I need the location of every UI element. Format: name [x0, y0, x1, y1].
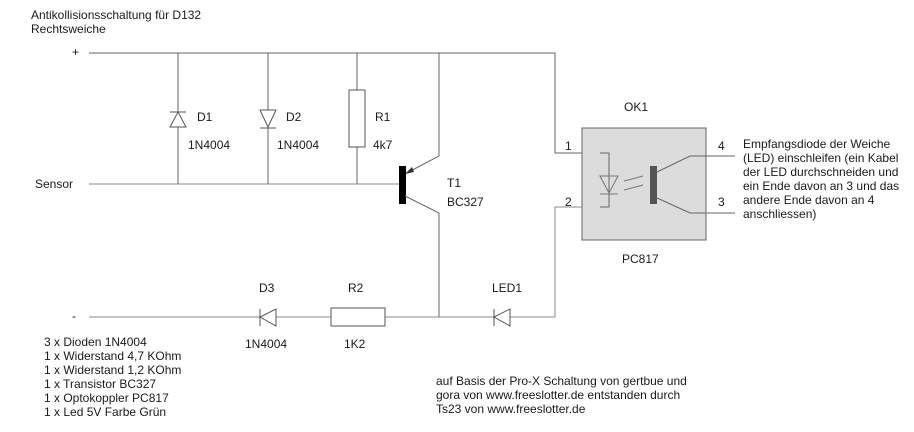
note-line: andere Ende davon an 4: [743, 193, 875, 207]
note-line: anschliessen): [743, 207, 817, 221]
note-line: der LED durchschneiden und: [743, 165, 899, 179]
parts-list-item: 1 x Led 5V Farbe Grün: [44, 405, 167, 419]
t1-name: T1: [447, 176, 462, 190]
r1-name: R1: [375, 110, 391, 124]
credits-line: auf Basis der Pro-X Schaltung von gertbu…: [436, 374, 687, 388]
ok1-pin-1: 1: [565, 139, 572, 153]
t1-emitter-wire: [404, 53, 440, 175]
t1-value: BC327: [447, 195, 484, 209]
r1-value: 4k7: [373, 138, 393, 152]
r2-value: 1K2: [344, 337, 366, 351]
led1-name: LED1: [492, 281, 523, 295]
minus-label: -: [72, 309, 76, 323]
d1-name: D1: [197, 110, 213, 124]
minus-rail-wire: [89, 206, 600, 318]
title-line2: Rechtsweiche: [31, 22, 106, 36]
parts-list-item: 1 x Transistor BC327: [44, 377, 157, 391]
transistor-t1-base: [399, 166, 406, 204]
diode-d3: [258, 308, 277, 327]
ok1-pin-4: 4: [718, 139, 725, 153]
diode-d2: [259, 109, 277, 129]
plus-rail-wire: [89, 52, 600, 154]
ok1-value: PC817: [622, 252, 659, 266]
ok1-led-symbol: [599, 175, 644, 195]
ok1-pin3-wire: [656, 197, 735, 214]
parts-list-item: 1 x Widerstand 1,2 KOhm: [44, 363, 182, 377]
parts-list-item: 1 x Optokoppler PC817: [44, 391, 169, 405]
d2-value: 1N4004: [277, 138, 320, 152]
optocoupler-ok1-body: [581, 127, 707, 241]
ok1-pin4-wire: [656, 155, 735, 173]
t1-emitter-arrow: [405, 167, 414, 174]
d2-name: D2: [286, 110, 302, 124]
note-line: ein Ende davon an 3 und das: [743, 179, 900, 193]
ok1-pin-3: 3: [718, 195, 725, 209]
ok1-pin-2: 2: [565, 195, 572, 209]
note-line: Empfangsdiode der Weiche: [743, 137, 891, 151]
note-line: (LED) einschleifen (ein Kabel: [743, 151, 899, 165]
parts-list-item: 3 x Dioden 1N4004: [44, 335, 147, 349]
plus-label: +: [72, 45, 80, 59]
credits-line: Ts23 von www.freeslotter.de: [436, 402, 586, 416]
diode-d1: [169, 110, 187, 128]
t1-collector-wire: [404, 195, 440, 317]
credits: auf Basis der Pro-X Schaltung von gertbu…: [436, 374, 687, 416]
ok1-pin1-wire: [600, 152, 610, 208]
ok1-phototransistor: [650, 166, 657, 204]
resistor-r1: [348, 89, 366, 148]
parts-list-item: 1 x Widerstand 4,7 KOhm: [44, 349, 182, 363]
title-line1: Antikollisionsschaltung für D132: [31, 8, 202, 22]
d1-value: 1N4004: [188, 138, 231, 152]
resistor-r2: [330, 307, 386, 327]
r2-name: R2: [348, 281, 364, 295]
credits-line: gora von www.freeslotter.de entstanden d…: [436, 388, 681, 402]
parts-list: 3 x Dioden 1N4004 1 x Widerstand 4,7 KOh…: [44, 335, 181, 419]
sensor-label: Sensor: [35, 177, 74, 191]
ok1-name: OK1: [624, 100, 649, 114]
d3-name: D3: [259, 281, 275, 295]
d3-value: 1N4004: [245, 337, 288, 351]
note-block: Empfangsdiode der Weiche (LED) einschlei…: [743, 137, 899, 221]
led-led1: [492, 308, 511, 327]
